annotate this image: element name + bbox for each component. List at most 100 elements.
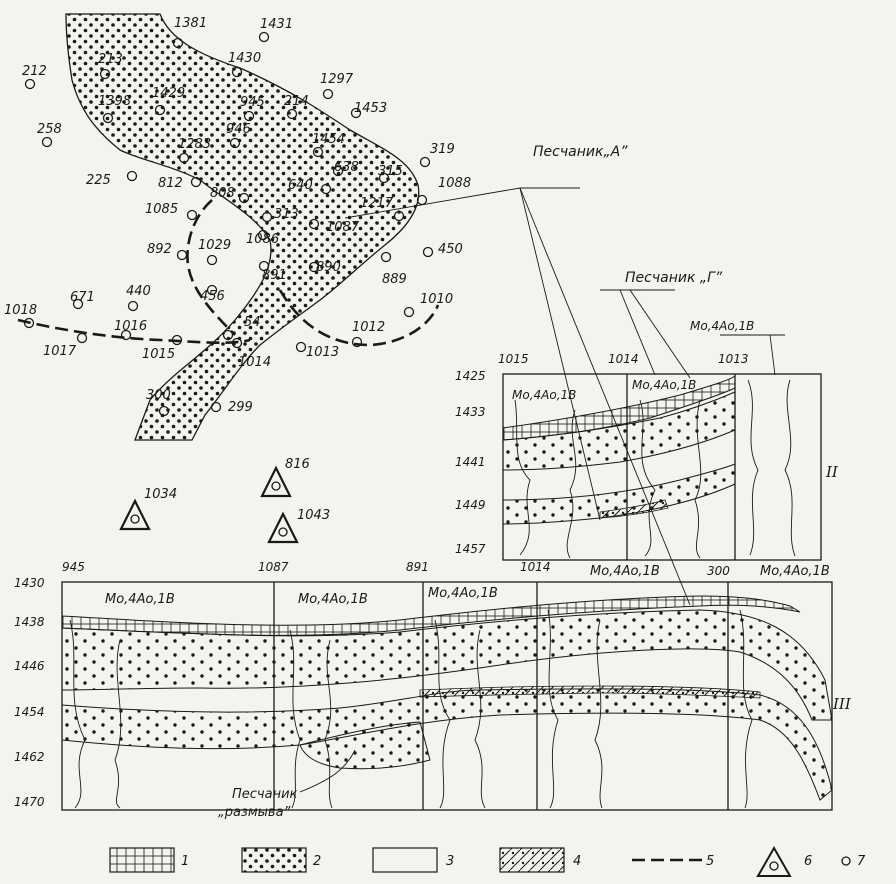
section-ii-well-2: 1014: [608, 352, 639, 366]
sandstone-a-label: Песчаник„А”: [533, 144, 628, 160]
section-ii-hatched: [599, 499, 669, 519]
well-marker: [206, 254, 218, 266]
well-marker: [243, 110, 255, 122]
section-ii-log-label-1: Mo,4Ao,1B: [512, 388, 576, 402]
sandstone-g-label: Песчаник „Г”: [625, 270, 723, 286]
section-ii-well-3: 1013: [718, 352, 749, 366]
well-label: 54: [244, 315, 261, 330]
legend-swatch-limestone: [109, 847, 175, 873]
section-iii-frame: [61, 581, 833, 811]
well-label: 214: [284, 94, 309, 109]
well-marker: [24, 78, 36, 90]
well-marker: [210, 401, 222, 413]
well-marker: [332, 165, 344, 177]
erosion-sandstone-label-1: Песчаник: [232, 787, 298, 802]
boundary-dashed-2: [186, 199, 236, 336]
section-iii-well-1: 945: [62, 560, 85, 574]
well-label: 1013: [306, 345, 339, 360]
legend-swatch-sandstone: [241, 847, 307, 873]
section-ii-depth-2: 1433: [455, 405, 486, 419]
well-marker: [320, 183, 332, 195]
section-ii-depth-5: 1457: [455, 542, 486, 556]
section-line-g2: [629, 289, 691, 379]
well-label: 1283: [178, 137, 211, 152]
section-ii-depth-3: 1441: [455, 455, 486, 469]
section-ii: 1015 1014 1013 1425 1433 1441 1449 1457 …: [455, 319, 839, 561]
well-label: 640: [288, 178, 313, 193]
well-label: 1029: [198, 238, 231, 253]
well-label: 1398: [98, 94, 131, 109]
well-marker: [286, 108, 298, 120]
legend-label-6: 6: [804, 854, 812, 869]
section-iii-erosion-sand: [299, 721, 431, 770]
well-marker: [171, 334, 183, 346]
well-label: 319: [430, 142, 455, 157]
well-label: 1430: [228, 51, 261, 66]
legend-label-4: 4: [573, 854, 581, 869]
well-marker: [158, 405, 170, 417]
well-marker: [72, 298, 84, 310]
well-label: 450: [438, 242, 463, 257]
well-marker: [308, 261, 320, 273]
well-label: 258: [37, 122, 62, 137]
well-label: 1088: [438, 176, 471, 191]
well-label: 812: [158, 176, 183, 191]
section-iii-depth-2: 1438: [14, 615, 45, 629]
well-marker: [350, 107, 362, 119]
triangle-well-icon: [119, 498, 151, 531]
well-marker: [257, 229, 269, 241]
section-iii-sand-lower: [61, 688, 833, 801]
section-iii-limestone: [61, 595, 801, 636]
legend-label-2: 2: [313, 854, 321, 869]
well-label: 1086: [246, 232, 279, 247]
well-marker: [23, 317, 35, 329]
section-ii-log-label-2: Mo,4Ao,1B: [632, 378, 696, 392]
section-line-right: [769, 334, 776, 376]
well-label: 1015: [142, 347, 175, 362]
well-label: 1453: [354, 101, 387, 116]
well-marker: [102, 112, 114, 124]
well-label: 891: [262, 268, 287, 283]
well-marker: [176, 249, 188, 261]
well-label: 1014: [238, 355, 271, 370]
well-label: 1297: [320, 72, 354, 87]
section-iii-depth-5: 1462: [14, 750, 45, 764]
triangle-well-label: 1043: [297, 508, 330, 523]
well-marker: [380, 251, 392, 263]
well-marker: [416, 194, 428, 206]
legend-swatch-clay: [372, 847, 438, 873]
well-label: 440: [126, 284, 151, 299]
well-label: 299: [228, 400, 253, 415]
triangle-well-center: [130, 514, 140, 524]
well-label: 1429: [152, 86, 185, 101]
well-label: 1085: [145, 202, 178, 217]
section-iii-log-label-4: Mo,4Ao,1B: [590, 564, 660, 579]
well-label: 889: [382, 272, 407, 287]
well-label: 1381: [174, 16, 207, 31]
well-marker: [378, 172, 390, 184]
section-ii-well-1: 1015: [498, 352, 529, 366]
well-marker: [222, 329, 234, 341]
section-line-c: [519, 187, 691, 606]
well-marker: [231, 337, 243, 349]
well-label: 212: [22, 64, 47, 79]
legend-label-3: 3: [446, 854, 454, 869]
well-marker: [172, 37, 184, 49]
well-marker: [229, 137, 241, 149]
section-ii-depth-1: 1425: [455, 369, 486, 383]
section-iii-well-3: 891: [406, 560, 429, 574]
section-iii-log-label-3: Mo,4Ao,1B: [428, 586, 498, 601]
legend-well-circle-icon: [841, 856, 851, 866]
well-marker: [258, 260, 270, 272]
well-label: 808: [210, 186, 235, 201]
well-label: 300: [146, 388, 171, 403]
well-marker: [322, 88, 334, 100]
well-marker: [76, 332, 88, 344]
well-marker: [206, 284, 218, 296]
section-ii-sand-upper: [502, 391, 736, 471]
well-label: 671: [70, 290, 95, 305]
well-marker: [258, 31, 270, 43]
